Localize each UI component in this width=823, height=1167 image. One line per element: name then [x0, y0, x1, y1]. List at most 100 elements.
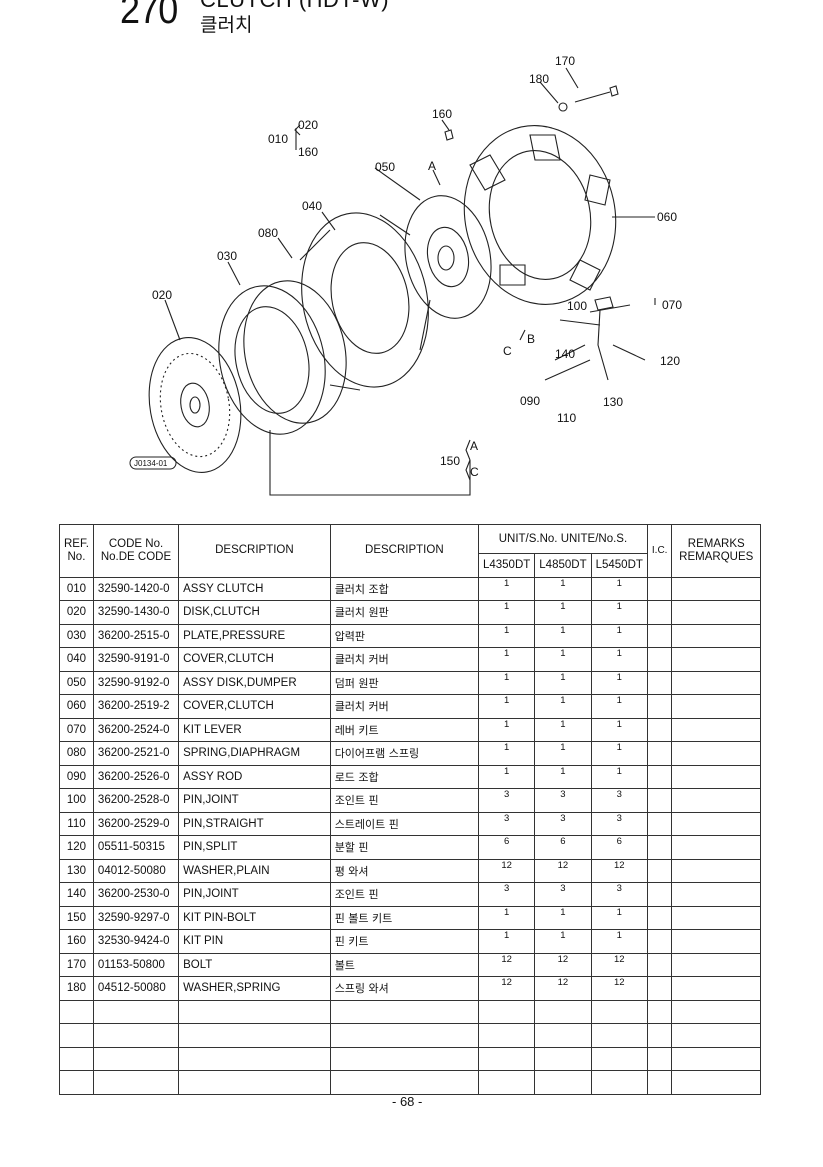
- cell-remarks: [671, 741, 761, 766]
- cell-ic: [646, 764, 673, 789]
- header-code: CODE No. No.DE CODE: [92, 524, 180, 578]
- cell-ref: 170: [59, 952, 94, 977]
- cell-remarks: [671, 764, 761, 789]
- parts-table: REF. No. CODE No. No.DE CODE DESCRIPTION…: [59, 524, 761, 1095]
- cell-qty: 12: [534, 976, 592, 1001]
- header-model-2: L4850DT: [534, 553, 592, 578]
- cell-desc: COVER,CLUTCH: [178, 647, 331, 672]
- cell-qty: 1: [477, 764, 536, 789]
- diagram-code: J0134-01: [134, 459, 168, 468]
- cell-qty: 1: [534, 647, 592, 672]
- table-row-empty: [59, 1023, 761, 1048]
- cell-empty: [59, 1023, 94, 1048]
- cell-code: 36200-2521-0: [92, 741, 180, 766]
- cell-code: 36200-2515-0: [92, 623, 180, 648]
- cell-ic: [646, 811, 673, 836]
- cell-ko: 클러치 원판: [329, 600, 479, 625]
- cell-ic: [646, 976, 673, 1001]
- cell-qty: 1: [590, 623, 648, 648]
- cell-qty: 1: [590, 905, 648, 930]
- cell-empty: [329, 999, 479, 1024]
- cell-remarks: [671, 882, 761, 907]
- cell-remarks: [671, 858, 761, 883]
- cell-empty: [477, 1023, 536, 1048]
- header-description-ko: DESCRIPTION: [329, 524, 479, 578]
- cell-remarks: [671, 835, 761, 860]
- label-170: 170: [555, 54, 575, 68]
- header-ic: I.C.: [646, 524, 673, 578]
- label-090: 090: [520, 394, 540, 408]
- cell-desc: KIT LEVER: [178, 717, 331, 742]
- damper-disk-drawing: [404, 195, 492, 319]
- header-remarks: REMARKS REMARQUES: [671, 524, 761, 578]
- label-140: 140: [555, 347, 575, 361]
- cell-ref: 110: [59, 811, 94, 836]
- cell-empty: [92, 1046, 180, 1071]
- cell-ic: [646, 670, 673, 695]
- section-title-ko: 클러치: [200, 14, 253, 36]
- cell-qty: 1: [477, 670, 536, 695]
- cell-qty: 12: [590, 952, 648, 977]
- label-160: 160: [432, 107, 452, 121]
- label-150: 150: [440, 454, 460, 468]
- cell-qty: 1: [477, 600, 536, 625]
- cell-code: 05511-50315: [92, 835, 180, 860]
- cell-code: 04012-50080: [92, 858, 180, 883]
- cell-qty: 1: [534, 741, 592, 766]
- label-080: 080: [258, 226, 278, 240]
- cell-qty: 1: [477, 647, 536, 672]
- cell-ko: 평 와셔: [329, 858, 479, 883]
- cell-qty: 1: [534, 576, 592, 601]
- cell-qty: 1: [534, 905, 592, 930]
- label-c: C: [503, 344, 512, 358]
- cell-qty: 1: [477, 623, 536, 648]
- section-title-en: CLUTCH (HDT-W): [200, 0, 389, 13]
- cell-desc: SPRING,DIAPHRAGM: [178, 741, 331, 766]
- cell-empty: [534, 1070, 592, 1095]
- cell-qty: 1: [534, 670, 592, 695]
- cell-code: 32590-9191-0: [92, 647, 180, 672]
- cell-desc: WASHER,SPRING: [178, 976, 331, 1001]
- cell-qty: 3: [477, 788, 536, 813]
- table-row-empty: [59, 999, 761, 1024]
- cell-qty: 3: [534, 788, 592, 813]
- cell-empty: [590, 1023, 648, 1048]
- cell-code: 32590-9192-0: [92, 670, 180, 695]
- cell-empty: [178, 1046, 331, 1071]
- cell-remarks: [671, 811, 761, 836]
- cell-qty: 3: [534, 882, 592, 907]
- cell-ref: 050: [59, 670, 94, 695]
- page-footer-number: - 68 -: [392, 1094, 423, 1109]
- cell-remarks: [671, 670, 761, 695]
- cell-empty: [646, 1046, 673, 1071]
- cell-ic: [646, 576, 673, 601]
- cell-code: 32530-9424-0: [92, 929, 180, 954]
- cell-ko: 조인트 핀: [329, 882, 479, 907]
- cell-qty: 1: [590, 717, 648, 742]
- cell-ref: 080: [59, 741, 94, 766]
- cell-qty: 1: [590, 600, 648, 625]
- cell-qty: 3: [590, 788, 648, 813]
- label-a-range: A: [470, 439, 478, 453]
- cell-ic: [646, 741, 673, 766]
- label-a: A: [428, 159, 436, 173]
- cell-remarks: [671, 576, 761, 601]
- cell-ko: 스트레이트 핀: [329, 811, 479, 836]
- clutch-cover-drawing: [299, 212, 431, 391]
- cell-qty: 3: [477, 811, 536, 836]
- cell-desc: ASSY ROD: [178, 764, 331, 789]
- cell-ko: 덤퍼 원판: [329, 670, 479, 695]
- cell-ko: 레버 키트: [329, 717, 479, 742]
- cell-ref: 100: [59, 788, 94, 813]
- cell-empty: [646, 1023, 673, 1048]
- cell-desc: ASSY DISK,DUMPER: [178, 670, 331, 695]
- cell-empty: [477, 1046, 536, 1071]
- cell-qty: 12: [534, 952, 592, 977]
- cell-remarks: [671, 905, 761, 930]
- cell-code: 04512-50080: [92, 976, 180, 1001]
- label-020: 020: [152, 288, 172, 302]
- cell-qty: 1: [477, 576, 536, 601]
